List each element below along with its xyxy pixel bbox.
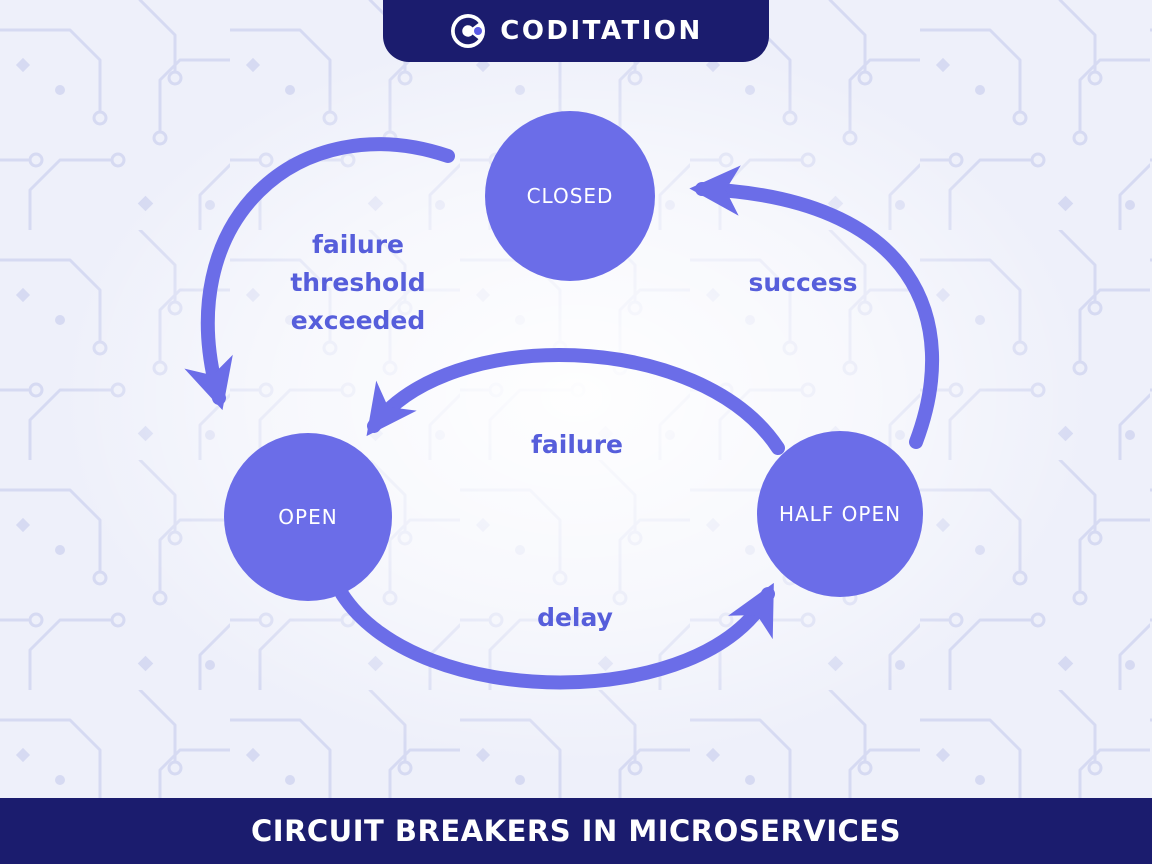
transition-label-failure: failure xyxy=(531,430,623,459)
transition-label-delay: delay xyxy=(537,603,613,632)
state-label-half-open: HALF OPEN xyxy=(778,502,902,526)
coditation-logo-icon xyxy=(449,12,487,50)
transition-label-failure-threshold-exceeded: failure threshold exceeded xyxy=(290,230,426,335)
header-brand-badge: CODITATION xyxy=(383,0,769,62)
state-label-open: OPEN xyxy=(278,505,338,529)
footer-title-bar: CIRCUIT BREAKERS IN MICROSERVICES xyxy=(0,798,1152,864)
brand-name: CODITATION xyxy=(500,16,703,46)
state-label-closed: CLOSED xyxy=(526,184,614,208)
state-node-half-open: HALF OPEN xyxy=(757,431,923,597)
state-node-open: OPEN xyxy=(224,433,392,601)
page-title: CIRCUIT BREAKERS IN MICROSERVICES xyxy=(251,814,901,848)
state-node-closed: CLOSED xyxy=(485,111,655,281)
transition-label-success: success xyxy=(748,268,858,297)
